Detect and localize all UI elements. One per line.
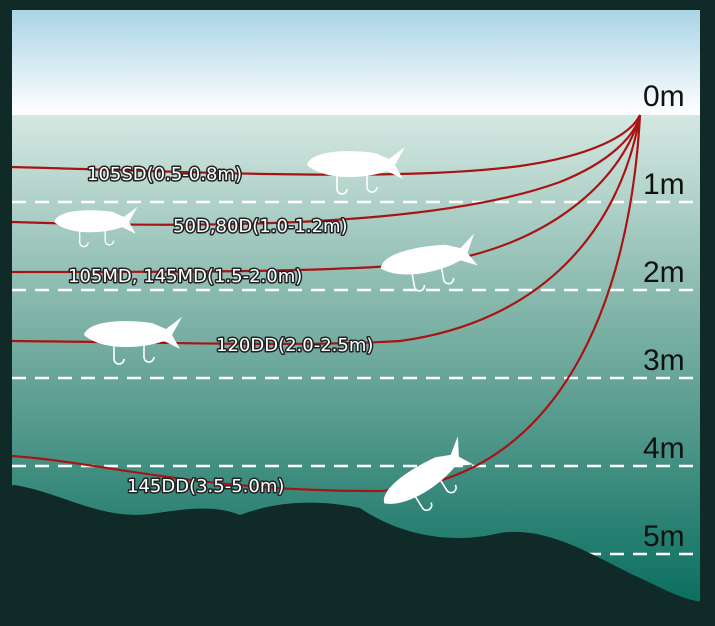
depth-labels: 0m 1m 2m 3m 4m 5m	[643, 80, 685, 553]
depth-label: 2m	[643, 256, 685, 289]
lure-label: 50D,80D(1.0-1.2m)	[173, 216, 348, 237]
sky	[12, 10, 700, 115]
depth-label: 4m	[643, 432, 685, 465]
lure-labels: 105SD(0.5-0.8m) 50D,80D(1.0-1.2m) 105MD,…	[67, 163, 375, 499]
depth-label: 0m	[643, 80, 685, 113]
depth-label: 3m	[643, 344, 685, 377]
depth-label: 5m	[643, 520, 685, 553]
lure-label: 120DD(2.0-2.5m)	[216, 335, 373, 356]
lure-label: 145DD(3.5-5.0m)	[127, 476, 284, 497]
lure-label: 105SD(0.5-0.8m)	[87, 164, 242, 185]
seabed-terrain	[0, 485, 715, 626]
depth-label: 1m	[643, 168, 685, 201]
lure-label: 105MD, 145MD(1.5-2.0m)	[68, 266, 302, 287]
